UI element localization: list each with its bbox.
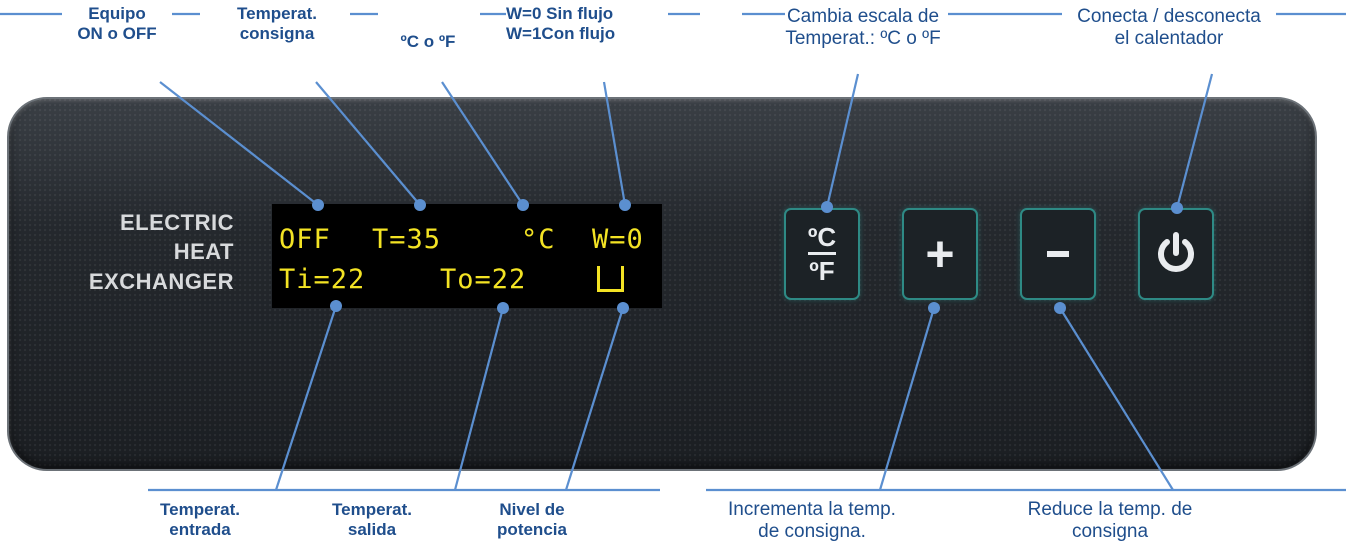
leader-dot <box>312 199 324 211</box>
leader-dot <box>1054 302 1066 314</box>
leader-dot <box>1171 202 1183 214</box>
leader-line <box>602 81 627 206</box>
leader-dot <box>928 302 940 314</box>
lcd-t-in: Ti=22 <box>279 264 366 295</box>
lcd-setpoint: T=35 <box>372 224 442 255</box>
increase-setpoint-button[interactable]: + <box>902 208 978 300</box>
lcd-flow: W=0 <box>592 224 644 255</box>
device-panel <box>7 97 1317 471</box>
callout-equipo: Equipo ON o OFF <box>77 4 157 43</box>
leader-dot <box>821 201 833 213</box>
leader-line <box>564 307 625 491</box>
leader-dot <box>517 199 529 211</box>
power-icon <box>1158 232 1194 272</box>
minus-icon <box>1047 251 1069 257</box>
leader-line <box>1059 307 1174 491</box>
scale-fahrenheit-label: ºF <box>809 256 835 286</box>
leader-line <box>453 307 505 491</box>
plus-icon: + <box>925 226 955 282</box>
leader-line <box>315 81 421 206</box>
lcd-unit: °C <box>521 224 556 255</box>
leader-dot <box>497 302 509 314</box>
scale-toggle-button[interactable]: ºC ºF <box>784 208 860 300</box>
lcd-t-out: To=22 <box>440 264 527 295</box>
leader-dot <box>619 199 631 211</box>
callout-reduce: Reduce la temp. de consigna <box>1027 499 1193 542</box>
lcd-status: OFF <box>279 224 331 255</box>
leader-line <box>825 73 860 208</box>
leader-dot <box>330 300 342 312</box>
callout-conecta: Conecta / desconecta el calentador <box>1077 6 1261 49</box>
power-button[interactable] <box>1138 208 1214 300</box>
callout-entrada: Temperat. entrada <box>160 500 240 539</box>
callout-potencia: Nivel de potencia <box>497 500 567 539</box>
leader-line <box>441 81 524 206</box>
callout-cambia: Cambia escala de Temperat.: ºC o ºF <box>785 6 941 49</box>
callout-unidad: ºC o ºF <box>400 32 456 51</box>
brand-label: ELECTRIC HEAT EXCHANGER <box>88 210 234 294</box>
leader-line <box>159 81 319 206</box>
callout-salida: Temperat. salida <box>332 500 412 539</box>
scale-celsius-label: ºC <box>807 224 837 255</box>
scale-icon: ºC ºF <box>807 224 837 286</box>
leader-line <box>878 307 936 491</box>
leader-dot <box>414 199 426 211</box>
leader-dot <box>617 302 629 314</box>
power-level-indicator <box>597 266 624 292</box>
decrease-setpoint-button[interactable] <box>1020 208 1096 300</box>
leader-line <box>274 305 338 491</box>
callout-flujo: W=0 Sin flujo W=1Con flujo <box>506 4 616 43</box>
callout-consigna: Temperat. consigna <box>237 4 317 43</box>
callout-incrementa: Incrementa la temp. de consigna. <box>728 499 896 542</box>
leader-line <box>1175 73 1214 209</box>
